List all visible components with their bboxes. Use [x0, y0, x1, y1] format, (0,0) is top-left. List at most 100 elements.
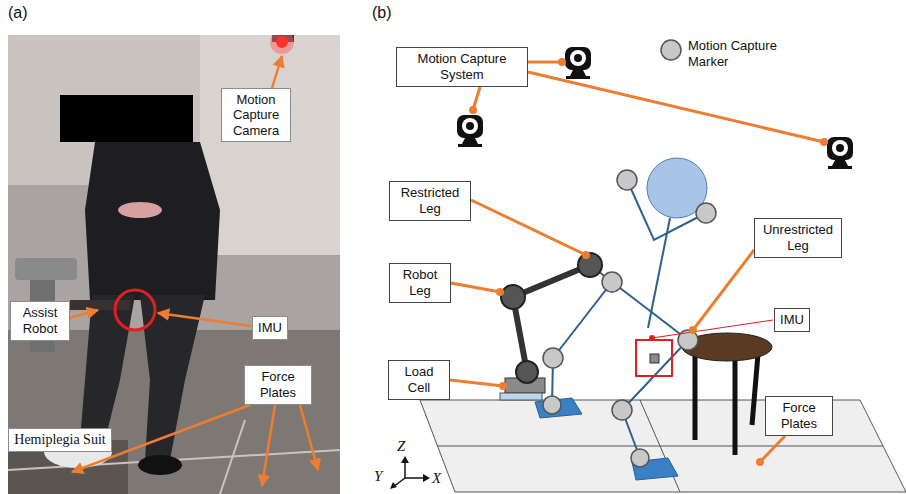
axis-head — [390, 482, 397, 489]
label-box: Restricted Leg — [389, 181, 471, 220]
plate-divider — [437, 446, 883, 447]
axis-label: X — [432, 470, 441, 487]
label-box: Hemiplegia Suit — [8, 428, 111, 453]
label-text: Force Plates — [250, 369, 306, 400]
marker — [602, 272, 622, 292]
robot-leg — [513, 265, 590, 372]
marker — [617, 170, 637, 190]
marker — [543, 396, 561, 414]
leader-dot — [649, 335, 655, 341]
leader-arrows — [69, 56, 318, 486]
force-plates — [420, 400, 906, 492]
marker — [631, 449, 649, 467]
label-box: Motion Capture System — [396, 47, 528, 86]
label-text: Restricted Leg — [395, 185, 465, 216]
leader-dot — [756, 458, 764, 466]
leader-line — [451, 283, 500, 292]
stool-leg — [752, 354, 758, 425]
leader-arrow — [300, 405, 318, 470]
legend-entry: Motion Capture Marker — [660, 38, 783, 69]
suit-strap — [70, 300, 130, 310]
label-box: Load Cell — [388, 360, 450, 399]
leader-dot — [499, 382, 507, 390]
leader-arrow — [158, 313, 251, 326]
unrestricted-leg — [622, 340, 688, 458]
label-text: Assist Robot — [16, 305, 64, 336]
stool — [695, 354, 758, 455]
axis-x — [405, 477, 426, 479]
label-text: Robot Leg — [395, 267, 445, 298]
axis-head — [423, 474, 430, 482]
imu-box — [636, 340, 672, 376]
robot-joint — [516, 361, 538, 383]
marker-swatch — [660, 38, 682, 62]
leader-line — [528, 61, 562, 64]
label-box: Assist Robot — [10, 301, 70, 340]
robot-joint — [578, 253, 602, 277]
leader-line — [450, 380, 503, 386]
leader-line — [652, 320, 773, 338]
markers — [543, 170, 716, 467]
leader-line — [528, 72, 824, 142]
shoe — [138, 455, 182, 475]
load-cell-plate — [500, 393, 542, 400]
robot-joint — [501, 285, 525, 309]
robot-part — [15, 258, 77, 280]
label-box: Force Plates — [244, 365, 312, 404]
redaction-box — [60, 95, 193, 142]
label-text: Motion Capture Camera — [227, 92, 285, 139]
stool-leg — [693, 356, 698, 440]
person-torso — [85, 142, 220, 300]
label-box: IMU — [774, 308, 810, 332]
leader-dot — [582, 251, 590, 259]
camera-light — [276, 36, 288, 48]
legend-text: Motion Capture Marker — [688, 38, 783, 69]
stool-leg — [733, 360, 738, 455]
leader-arrow — [69, 310, 98, 318]
leader-dot — [820, 138, 828, 146]
leader-dot — [689, 326, 697, 334]
leader-arrow — [272, 56, 282, 88]
label-text: IMU — [780, 312, 804, 328]
photo-wall — [200, 35, 340, 255]
label-text: Load Cell — [394, 364, 444, 395]
marker — [696, 203, 716, 223]
leader-dot — [496, 288, 504, 296]
pelvis — [590, 265, 688, 340]
skeleton — [552, 180, 706, 458]
leader-line — [471, 200, 586, 255]
leader-line — [760, 436, 785, 462]
camera-light — [270, 35, 294, 54]
panel-label: (a) — [8, 4, 28, 22]
person-leg — [80, 295, 135, 440]
axis-label: Y — [374, 468, 382, 485]
force-plate-edge — [220, 420, 245, 494]
label-box: IMU — [252, 316, 288, 340]
camera-icon — [827, 137, 853, 169]
axis-head — [401, 456, 409, 463]
photo-background — [8, 35, 340, 494]
label-text: Force Plates — [771, 400, 827, 431]
label-box: Force Plates — [765, 396, 833, 435]
label-box: Motion Capture Camera — [221, 88, 291, 143]
label-box: Robot Leg — [389, 263, 451, 302]
imu-sensor — [650, 354, 659, 363]
label-box: Unrestricted Leg — [754, 218, 842, 257]
label-text: Unrestricted Leg — [760, 222, 836, 253]
marker-swatch — [661, 40, 681, 60]
camera-icon — [457, 115, 483, 147]
restricted-leg — [552, 282, 612, 405]
photo — [8, 35, 340, 494]
label-text: Hemiplegia Suit — [14, 432, 105, 449]
camera-icon — [565, 47, 591, 79]
marker — [612, 400, 632, 420]
panel-label: (b) — [372, 4, 392, 22]
leader-line — [693, 250, 754, 330]
person-hands — [118, 202, 162, 218]
leader-dot — [469, 106, 477, 114]
label-text: IMU — [258, 320, 282, 336]
marker — [543, 348, 563, 368]
axis-label: Z — [397, 438, 405, 455]
imu-highlight — [115, 290, 155, 330]
